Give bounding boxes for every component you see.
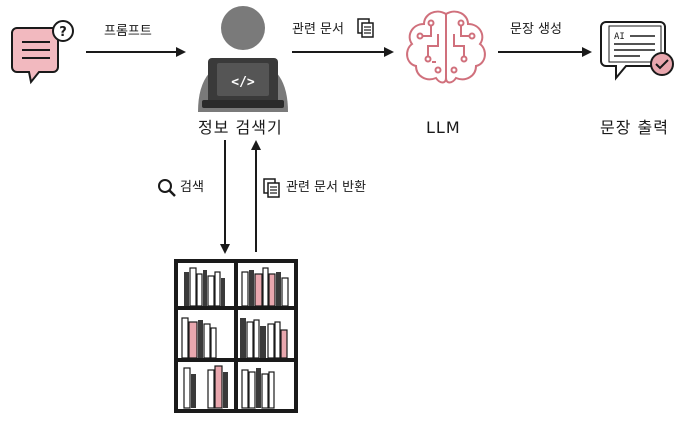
question-bubble-icon: ? [11, 20, 74, 85]
edge-label-generate: 문장 생성 [510, 22, 562, 37]
bookshelf-icon [174, 259, 298, 413]
developer-laptop-icon: </> [198, 6, 288, 112]
search-icon [158, 179, 176, 197]
node-label-retriever: 정보 검색기 [198, 118, 283, 137]
svg-text:</>: </> [231, 75, 255, 90]
brain-circuit-icon [406, 10, 486, 84]
return-document-icon [263, 178, 280, 198]
edge-label-related-docs: 관련 문서 [292, 22, 344, 37]
svg-text:?: ? [59, 25, 67, 40]
edge-label-search: 검색 [180, 180, 204, 195]
ai-document-check-icon: AI [600, 21, 674, 81]
edge-label-return-docs: 관련 문서 반환 [286, 180, 367, 195]
edge-label-prompt: 프롬프트 [104, 24, 152, 39]
document-icon [357, 18, 374, 38]
output-ai-text: AI [614, 32, 625, 42]
node-label-llm: LLM [426, 118, 461, 137]
node-label-output: 문장 출력 [600, 118, 669, 137]
